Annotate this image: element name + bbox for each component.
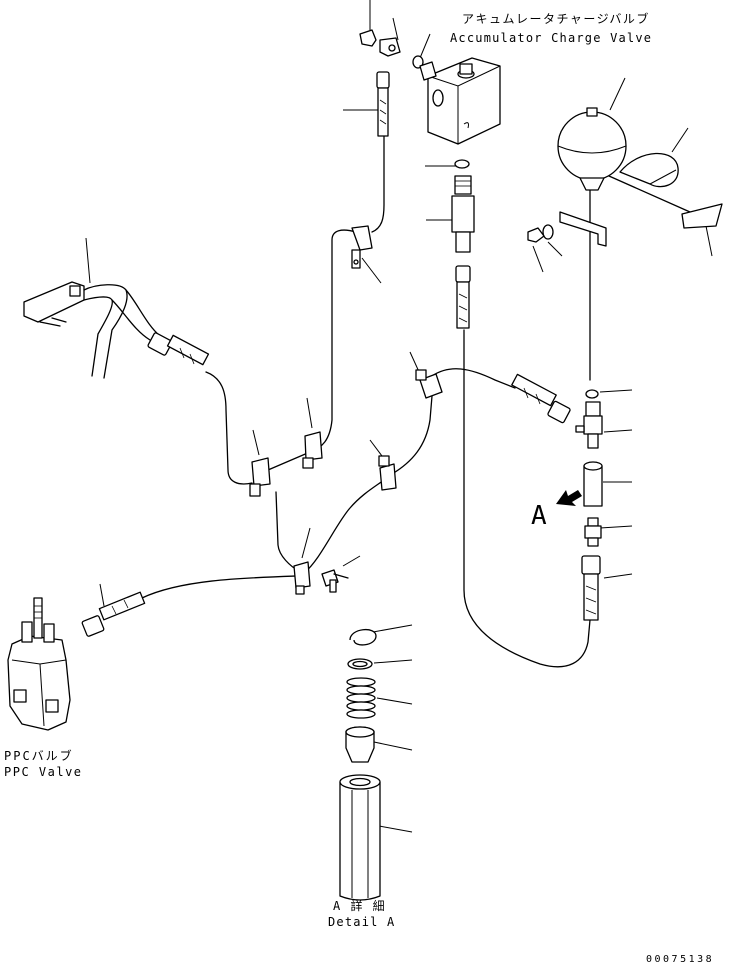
u-bolt-band: [619, 152, 723, 229]
hose-fitting-middle-right: [511, 373, 571, 424]
clamp-lower: [293, 561, 311, 595]
elbow-fitting-top: [359, 29, 424, 69]
ppc-valve-label-jp: PPCバルブ: [4, 748, 74, 763]
valve-body: [339, 774, 381, 901]
accumulator: [557, 107, 627, 191]
bent-pipe-left: [23, 281, 161, 379]
view-a-marker: A: [531, 501, 547, 531]
hose-fitting-ppc: [81, 591, 146, 637]
bolt: [321, 569, 349, 593]
accumulator-charge-valve-label-en: Accumulator Charge Valve: [450, 31, 652, 45]
snap-ring: [349, 629, 377, 646]
leader-lines: [85, 0, 713, 833]
clamp-middle-left: [249, 457, 271, 497]
ppc-valve: [7, 597, 71, 731]
clamp-upper-right: [415, 369, 443, 399]
hose-routing: [141, 134, 691, 668]
accumulator-charge-valve-label-jp: アキュムレータチャージバルブ: [462, 11, 650, 26]
center-valve-stack: [451, 159, 475, 329]
accumulator-charge-valve: [419, 57, 501, 145]
detail-a-label-jp: A 詳 細: [333, 898, 386, 913]
detail-a-right-stack: [575, 389, 603, 621]
clamp-right: [378, 455, 397, 491]
clamp-upper: [351, 225, 373, 269]
clamp-middle: [302, 431, 323, 469]
drawing-number: 00075138: [646, 954, 714, 964]
hose-fitting-upper: [376, 71, 390, 137]
ppc-valve-label-en: PPC Valve: [4, 765, 83, 779]
washer: [347, 658, 373, 670]
valve-seat: [345, 726, 375, 763]
spring: [346, 677, 376, 719]
detail-a-label-en: Detail A: [328, 915, 395, 929]
accumulator-bracket: [527, 211, 607, 247]
hose-fitting-left: [147, 332, 210, 366]
view-a-arrow: [556, 490, 582, 506]
